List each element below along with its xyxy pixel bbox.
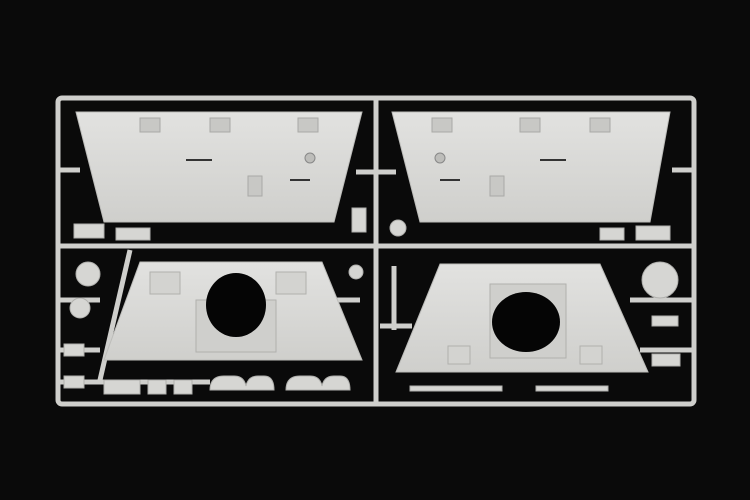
lower-right-turret-plate xyxy=(395,263,649,373)
sprue-frame xyxy=(55,95,697,407)
turret-ring-hole-right xyxy=(492,292,560,352)
upper-left-hull-plate xyxy=(75,111,363,223)
small-parts xyxy=(63,207,681,395)
upper-right-hull-plate xyxy=(391,111,671,223)
lower-left-turret-plate xyxy=(103,261,363,361)
turret-ring-hole-left xyxy=(206,273,266,337)
